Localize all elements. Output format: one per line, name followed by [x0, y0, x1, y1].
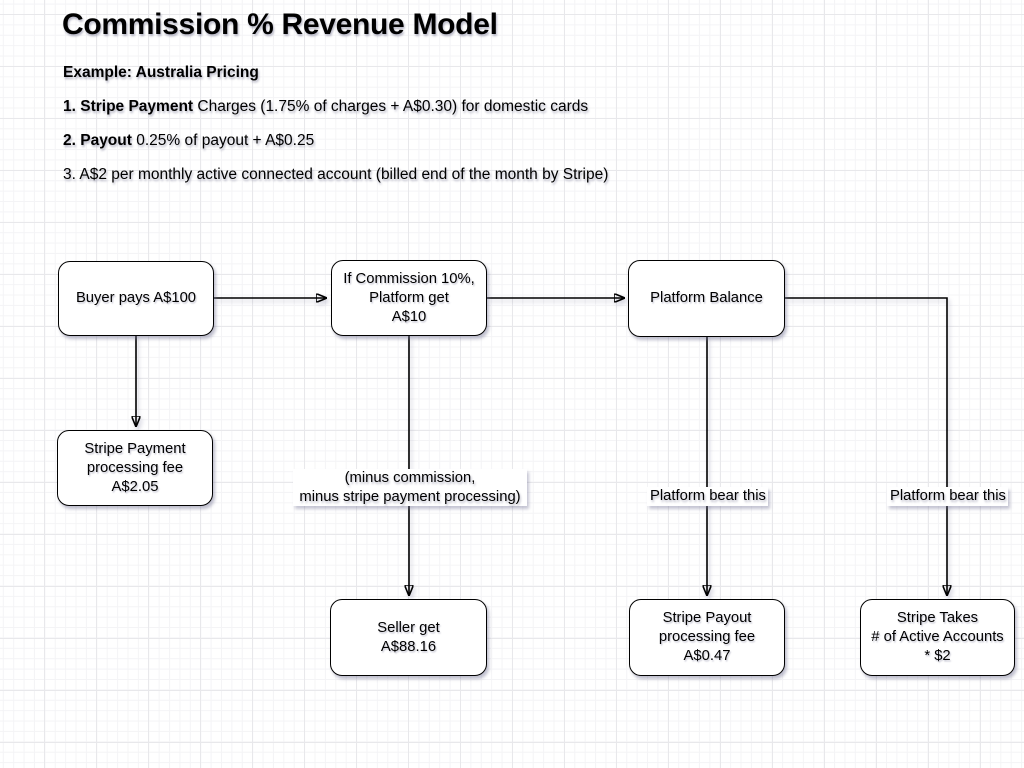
note-stripe-payment: 1. Stripe Payment Charges (1.75% of char…: [63, 98, 588, 116]
connector-platform-balance-to-stripe-takes[interactable]: [785, 297, 947, 595]
node-text: # of Active Accounts: [871, 629, 1004, 645]
note-rest-text: 0.25% of payout + A$0.25: [131, 132, 315, 149]
node-text: A$10: [391, 308, 427, 325]
label-text: minus stripe payment processing): [299, 488, 521, 505]
node-buyer-pays[interactable]: Buyer pays A$100: [58, 261, 214, 336]
node-text: Platform Balance: [650, 290, 763, 306]
node-seller-get[interactable]: Seller get A$88.16: [330, 599, 487, 676]
note-rest-text: 3. A$2 per monthly active connected acco…: [63, 166, 609, 183]
note-bold-text: 1. Stripe Payment: [63, 98, 194, 115]
label-text: (minus commission,: [344, 470, 476, 486]
label-platform-bear-this-1[interactable]: Platform bear this: [647, 487, 768, 506]
node-text: A$88.16: [380, 638, 437, 655]
node-text: * $2: [924, 648, 951, 664]
note-active-account: 3. A$2 per monthly active connected acco…: [63, 166, 608, 184]
node-text: Platform get: [369, 289, 449, 306]
node-stripe-payment-fee[interactable]: Stripe Payment processing fee A$2.05: [57, 430, 213, 506]
label-minus-commission[interactable]: (minus commission, minus stripe payment …: [293, 469, 527, 506]
node-text: A$0.47: [683, 648, 731, 664]
node-text: Seller get: [377, 619, 440, 636]
note-bold-text: 2. Payout: [63, 132, 132, 149]
node-text: Buyer pays A$100: [75, 290, 197, 306]
node-text: Stripe Payment: [84, 440, 186, 457]
node-text: Stripe Payout: [662, 610, 752, 626]
node-text: Stripe Takes: [896, 610, 979, 626]
node-text: If Commission 10%,: [343, 270, 475, 287]
node-stripe-takes[interactable]: Stripe Takes # of Active Accounts * $2: [860, 599, 1015, 676]
node-text: processing fee: [86, 459, 184, 476]
label-platform-bear-this-2[interactable]: Platform bear this: [887, 487, 1008, 506]
node-text: A$2.05: [111, 478, 159, 495]
notes-subtitle: Example: Australia Pricing: [63, 64, 259, 81]
note-payout: 2. Payout 0.25% of payout + A$0.25: [63, 132, 314, 150]
node-text: processing fee: [658, 629, 756, 645]
node-commission[interactable]: If Commission 10%, Platform get A$10: [331, 260, 487, 336]
note-rest-text: Charges (1.75% of charges + A$0.30) for …: [193, 98, 589, 115]
node-stripe-payout-fee[interactable]: Stripe Payout processing fee A$0.47: [629, 599, 785, 676]
page-title: Commission % Revenue Model: [62, 8, 498, 41]
node-platform-balance[interactable]: Platform Balance: [628, 260, 785, 337]
